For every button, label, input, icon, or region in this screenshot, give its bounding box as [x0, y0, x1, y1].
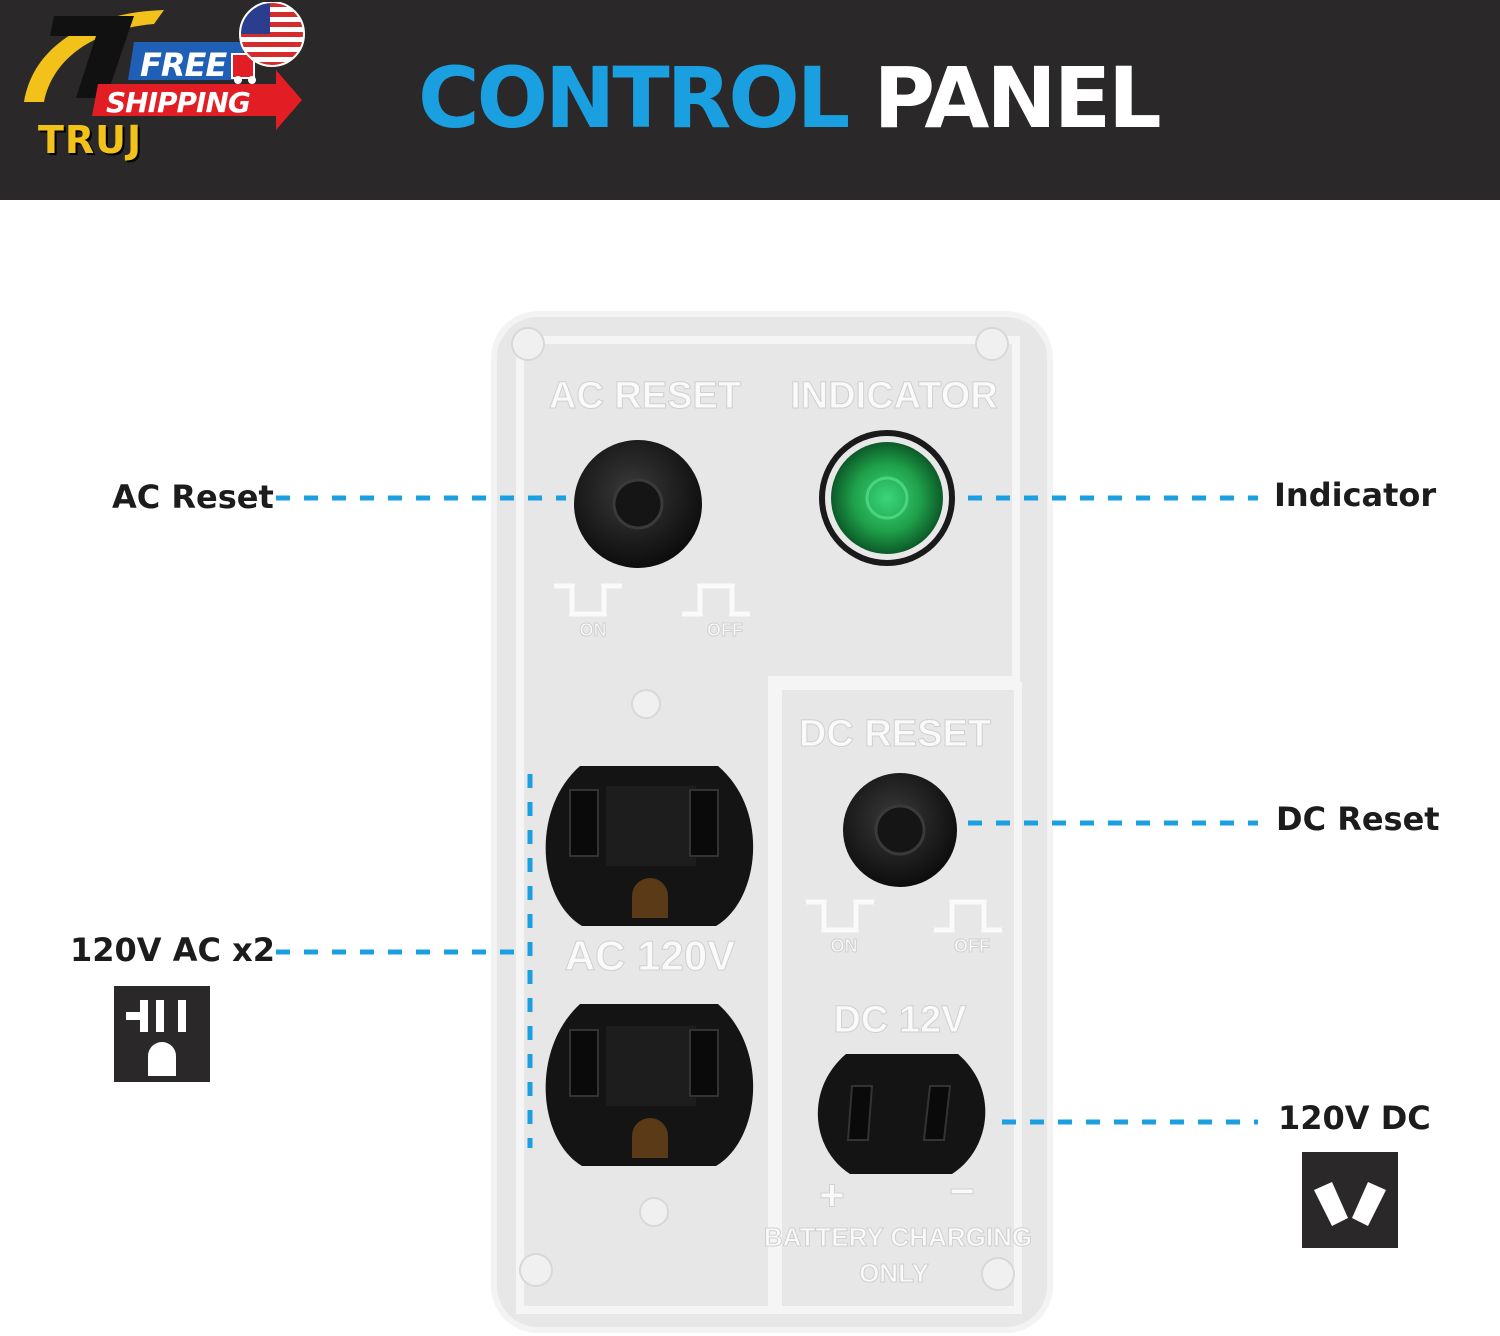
- ac-reset-callout-label: AC Reset: [112, 478, 274, 516]
- dc-on-label: ON: [831, 936, 858, 956]
- plus-label: +: [819, 1171, 845, 1220]
- ac-outlet-icon: [545, 1004, 754, 1166]
- ac-outlets-callout-label: 120V AC x2: [70, 931, 275, 969]
- screw-icon: [639, 1197, 669, 1227]
- ac-off-label: OFF: [707, 620, 743, 640]
- panel-left-frame: [516, 336, 1020, 1314]
- us-flag-icon: [239, 2, 305, 67]
- ac-plug-type-icon: [114, 986, 210, 1082]
- screw-icon: [631, 689, 661, 719]
- screw-icon: [519, 1253, 553, 1287]
- on-pulse-icon: [806, 899, 874, 933]
- dc-reset-panel-label: DC RESET: [799, 713, 991, 755]
- ac-reset-panel-label: AC RESET: [549, 375, 741, 417]
- brand-name: TRUJ: [38, 118, 143, 162]
- free-label: FREE: [140, 46, 227, 84]
- ac-120v-panel-label: AC 120V: [565, 932, 735, 979]
- page-title-panel: PANEL: [873, 49, 1162, 147]
- minus-label: −: [949, 1167, 975, 1216]
- delivery-truck-icon: [231, 53, 256, 84]
- indicator-panel-label: INDICATOR: [790, 375, 998, 417]
- dc-outlet-callout-label: 120V DC: [1278, 1099, 1431, 1137]
- ac-on-label: ON: [580, 620, 607, 640]
- brand-logo-icon: [24, 2, 305, 130]
- screw-icon: [981, 1257, 1015, 1291]
- ac-outlet-icon: [545, 766, 754, 926]
- dc-outlet-icon: [817, 1054, 986, 1174]
- battery-charging-label: BATTERY CHARGING: [764, 1222, 1032, 1252]
- free-shipping-badge: FREE SHIPPING TRUJ: [14, 2, 314, 172]
- on-pulse-icon: [554, 583, 622, 617]
- page-title-control: CONTROL: [418, 49, 850, 147]
- screw-icon: [511, 327, 545, 361]
- dc-reset-callout-label: DC Reset: [1276, 800, 1440, 838]
- dc-plug-type-icon: [1302, 1152, 1398, 1248]
- page-title: CONTROL PANEL: [418, 48, 1162, 148]
- dc-off-label: OFF: [954, 936, 990, 956]
- indicator-callout-label: Indicator: [1274, 476, 1437, 514]
- dc-12v-panel-label: DC 12V: [833, 999, 967, 1041]
- header-bar: FREE SHIPPING TRUJ CONTROL PANEL: [0, 0, 1500, 200]
- battery-only-label: ONLY: [859, 1258, 929, 1288]
- off-pulse-icon: [934, 899, 1002, 933]
- shipping-label: SHIPPING: [106, 86, 251, 119]
- screw-icon: [975, 327, 1009, 361]
- off-pulse-icon: [682, 583, 750, 617]
- panel-right-frame: [774, 682, 1022, 1314]
